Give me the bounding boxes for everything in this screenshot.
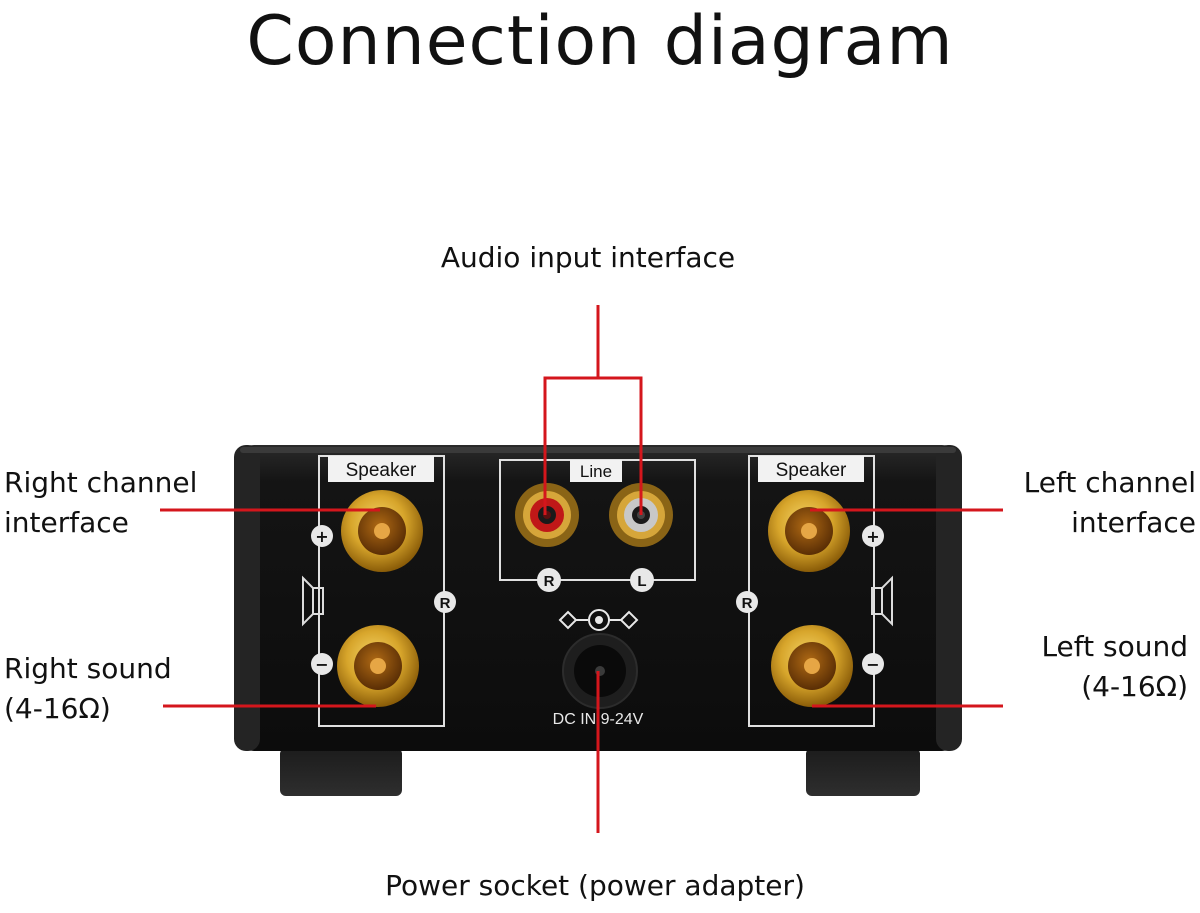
dc-power-jack[interactable] bbox=[562, 633, 638, 709]
callout-line-audio-input-l bbox=[598, 376, 643, 515]
speaker-label: Speaker bbox=[346, 460, 417, 481]
callout-left-channel: Left channel interface bbox=[1023, 466, 1196, 539]
callout-right-channel: Right channel interface bbox=[4, 466, 198, 539]
svg-text:+: + bbox=[315, 527, 328, 546]
callout-right-sound: Right sound (4-16Ω) bbox=[4, 652, 172, 725]
speaker-symbol-icon bbox=[302, 575, 324, 627]
r-marker bbox=[537, 568, 561, 592]
minus-marker bbox=[311, 653, 333, 675]
r-marker bbox=[434, 591, 456, 613]
callout-left-sound: Left sound (4-16Ω) bbox=[1041, 630, 1188, 703]
callout-power-socket: Power socket (power adapter) bbox=[385, 869, 805, 902]
svg-text:−: − bbox=[866, 655, 879, 674]
device-foot-left bbox=[806, 748, 920, 796]
speaker-panel-left-channel: Speaker + − R bbox=[736, 455, 893, 727]
r-marker bbox=[736, 591, 758, 613]
callout-line-audio-input bbox=[543, 305, 600, 515]
page-title: Connection diagram bbox=[246, 2, 954, 81]
svg-text:+: + bbox=[866, 527, 879, 546]
svg-text:R: R bbox=[440, 595, 451, 612]
plus-marker bbox=[311, 525, 333, 547]
minus-marker bbox=[862, 653, 884, 675]
line-label: Line bbox=[580, 462, 612, 481]
rca-jack-right[interactable] bbox=[515, 483, 579, 547]
callout-lines bbox=[160, 305, 1003, 833]
svg-text:R: R bbox=[544, 573, 555, 590]
svg-text:−: − bbox=[315, 655, 328, 674]
speaker-label: Speaker bbox=[776, 460, 847, 481]
plus-marker bbox=[862, 525, 884, 547]
callout-audio-input: Audio input interface bbox=[440, 241, 736, 274]
svg-text:R: R bbox=[742, 595, 753, 612]
dc-polarity-icon bbox=[558, 609, 639, 631]
device-foot-right bbox=[280, 748, 402, 796]
speaker-panel-right-channel: Speaker + − R bbox=[302, 455, 456, 727]
speaker-symbol-icon bbox=[871, 575, 893, 627]
svg-text:L: L bbox=[637, 573, 646, 590]
l-marker bbox=[630, 568, 654, 592]
